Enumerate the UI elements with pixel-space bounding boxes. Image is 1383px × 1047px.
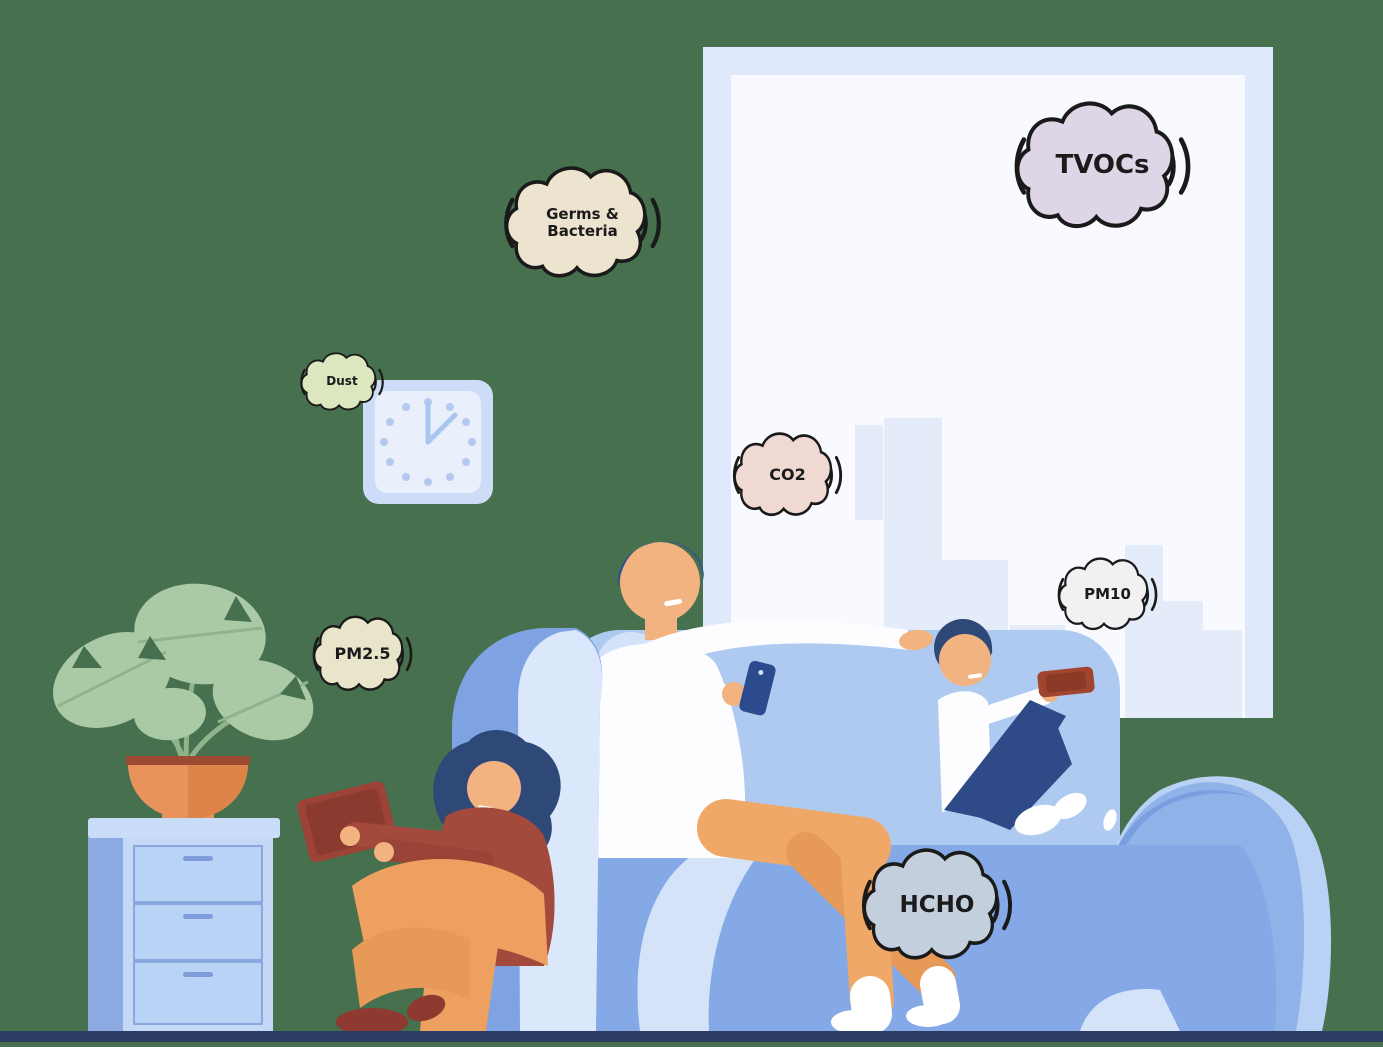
- woman-legs: [336, 859, 548, 1036]
- cloud-label: TVOCs: [1055, 150, 1150, 181]
- boy-phone: [1037, 666, 1095, 698]
- cloud-label: PM2.5: [334, 643, 391, 663]
- boy-face: [939, 634, 991, 686]
- pollutant-cloud-co2: CO2: [730, 426, 845, 524]
- cloud-label: Dust: [326, 374, 358, 389]
- pollutant-cloud-germs-bacteria: Germs & Bacteria: [500, 158, 665, 288]
- floor-line: [0, 1031, 1383, 1042]
- woman: [297, 730, 561, 1036]
- cloud-icon: [1014, 101, 1191, 229]
- pollutant-cloud-pm10: PM10: [1055, 552, 1160, 637]
- nightstand: [88, 818, 280, 1031]
- man-phone: [739, 660, 776, 716]
- cloud-icon: [300, 352, 384, 411]
- man-face: [620, 542, 700, 622]
- boy-jeans: [944, 700, 1066, 822]
- leaf-slits: [72, 596, 306, 700]
- clock-hands: [425, 401, 458, 445]
- window: [703, 47, 1273, 718]
- boy: [934, 619, 1095, 836]
- drawers: [133, 845, 263, 1025]
- cloud-icon: [861, 848, 1013, 960]
- cloud-label: HCHO: [899, 891, 975, 918]
- cloud-label: Germs & Bacteria: [546, 204, 619, 240]
- pollutant-cloud-pm25: PM2.5: [310, 610, 415, 698]
- cloud-icon: [312, 615, 413, 691]
- pollutant-cloud-hcho: HCHO: [858, 840, 1016, 970]
- woman-face: [467, 761, 521, 815]
- pollutant-cloud-tvocs: TVOCs: [1010, 92, 1195, 240]
- cloud-icon: [504, 166, 661, 278]
- cloud-icon: [1057, 557, 1158, 631]
- cloud-icon: [732, 432, 843, 517]
- cloud-label: CO2: [769, 464, 806, 484]
- pollutant-cloud-dust: Dust: [298, 348, 386, 416]
- cloud-label: PM10: [1084, 584, 1131, 603]
- drawer-handles: [183, 856, 213, 977]
- man: [583, 541, 960, 1034]
- wall-clock: [363, 380, 493, 504]
